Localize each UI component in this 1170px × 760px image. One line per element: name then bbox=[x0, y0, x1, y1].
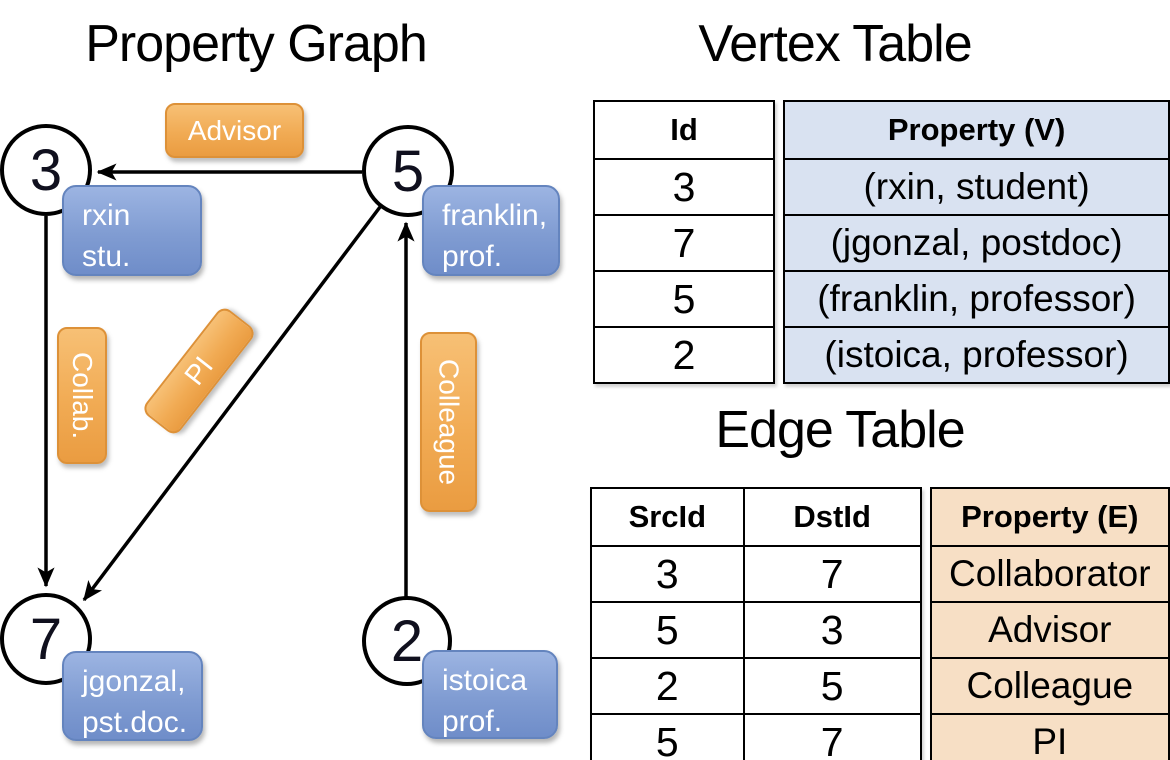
vertex-table-property-column: Property (V) (rxin, student) (jgonzal, p… bbox=[783, 100, 1170, 384]
edge-table: SrcId DstId 3 7 5 3 2 5 5 7 Property (E)… bbox=[590, 487, 1170, 760]
vertex-property-box-jgonzal: jgonzal, pst.doc. bbox=[62, 651, 203, 741]
edge-property-cell: Advisor bbox=[929, 601, 1170, 659]
edge-srcid-cell: 5 bbox=[590, 601, 745, 659]
edge-label-advisor: Advisor bbox=[165, 103, 304, 158]
edge-table-header-dstid: DstId bbox=[742, 487, 922, 547]
edge-dstid-cell: 3 bbox=[742, 601, 922, 659]
edge-srcid-cell: 2 bbox=[590, 657, 745, 715]
edge-dstid-cell: 7 bbox=[742, 713, 922, 760]
vertex-property-box-istoica: istoica prof. bbox=[422, 650, 558, 739]
edge-label-colleague: Colleague bbox=[420, 332, 477, 512]
edge-property-cell: Colleague bbox=[929, 657, 1170, 715]
graph-node-3: 3 bbox=[0, 124, 92, 216]
vertex-table: Id 3 7 5 2 Property (V) (rxin, student) … bbox=[592, 100, 1170, 384]
vertex-property-cell: (franklin, professor) bbox=[783, 270, 1170, 328]
edge-table-property-column: Property (E) Collaborator Advisor Collea… bbox=[929, 487, 1170, 760]
edge-label-collab: Collab. bbox=[57, 327, 107, 464]
vertex-id-cell: 2 bbox=[592, 326, 776, 384]
vertex-property-box-franklin: franklin, prof. bbox=[422, 185, 560, 276]
vertex-table-title: Vertex Table bbox=[698, 15, 972, 73]
vertex-table-header-id: Id bbox=[592, 100, 776, 160]
edge-property-cell: Collaborator bbox=[929, 545, 1170, 603]
edge-table-header-property: Property (E) bbox=[929, 487, 1170, 547]
vertex-property-cell: (jgonzal, postdoc) bbox=[783, 214, 1170, 272]
vertex-property-box-rxin: rxin stu. bbox=[62, 185, 202, 276]
edge-dstid-cell: 7 bbox=[742, 545, 922, 603]
property-graph-title: Property Graph bbox=[85, 15, 428, 73]
vertex-table-id-column: Id 3 7 5 2 bbox=[592, 100, 776, 384]
edge-pi-arrow-5-to-7 bbox=[82, 205, 382, 602]
vertex-id-cell: 3 bbox=[592, 158, 776, 216]
edge-property-cell: PI bbox=[929, 713, 1170, 760]
edge-table-header-srcid: SrcId bbox=[590, 487, 745, 547]
edge-table-title: Edge Table bbox=[715, 401, 965, 459]
vertex-property-cell: (istoica, professor) bbox=[783, 326, 1170, 384]
vertex-property-cell: (rxin, student) bbox=[783, 158, 1170, 216]
edge-dstid-cell: 5 bbox=[742, 657, 922, 715]
edge-srcid-cell: 5 bbox=[590, 713, 745, 760]
vertex-id-cell: 7 bbox=[592, 214, 776, 272]
vertex-table-header-property: Property (V) bbox=[783, 100, 1170, 160]
edge-table-id-columns: SrcId DstId 3 7 5 3 2 5 5 7 bbox=[590, 487, 922, 760]
edge-srcid-cell: 3 bbox=[590, 545, 745, 603]
vertex-id-cell: 5 bbox=[592, 270, 776, 328]
